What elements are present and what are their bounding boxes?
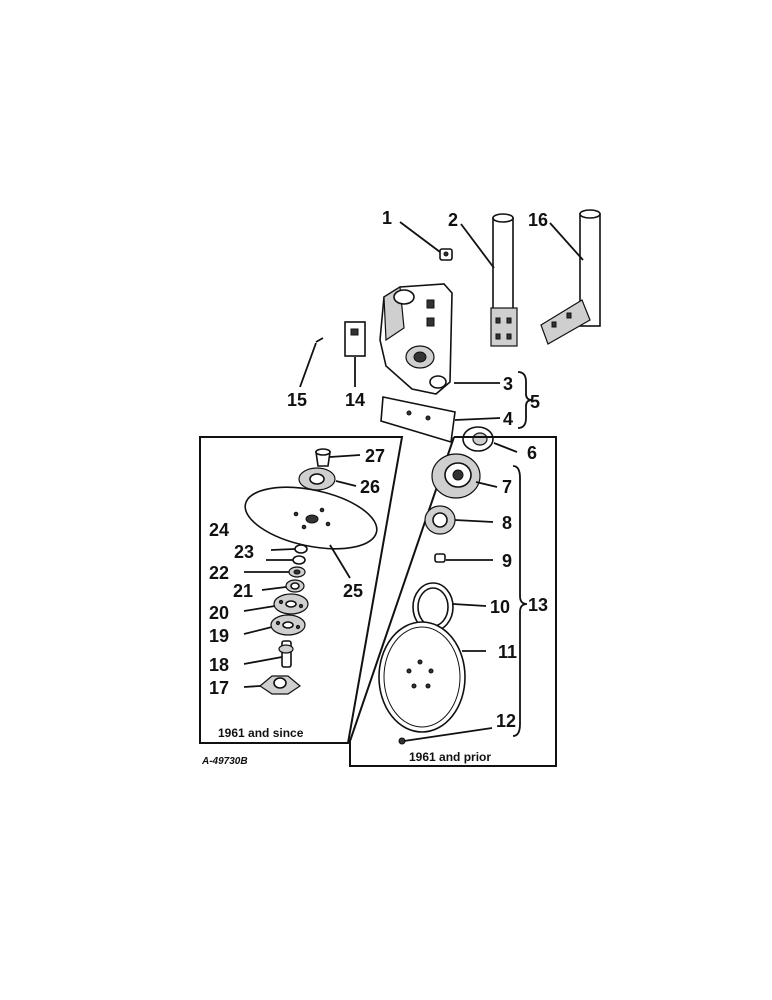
caption-1961-and-prior: 1961 and prior: [409, 750, 491, 764]
part-4-scraper: [380, 396, 456, 444]
part-18-spindle: [278, 640, 294, 668]
callout-23: 23: [234, 542, 254, 562]
part-1-nut: [439, 248, 453, 261]
callout-17: 17: [209, 678, 229, 698]
part-27-cap: [315, 448, 331, 467]
callout-21: 21: [233, 581, 253, 601]
part-6-ring: [462, 426, 494, 452]
part-15-pin: [315, 337, 324, 343]
callout-7: 7: [502, 477, 512, 497]
callout-18: 18: [209, 655, 229, 675]
part-3-bracket: [379, 283, 453, 395]
part-8-bearing: [424, 505, 456, 535]
callout-12: 12: [496, 711, 516, 731]
part-21-bearing: [285, 579, 305, 593]
callout-9: 9: [502, 551, 512, 571]
callout-6: 6: [527, 443, 537, 463]
part-14-plate: [344, 321, 366, 357]
part-9-key: [434, 553, 446, 563]
callout-25: 25: [343, 581, 363, 601]
callout-8: 8: [502, 513, 512, 533]
callout-16: 16: [528, 210, 548, 230]
callout-1: 1: [382, 208, 392, 228]
callout-19: 19: [209, 626, 229, 646]
callout-11: 11: [498, 642, 517, 662]
callout-15: 15: [287, 390, 307, 410]
leader-lines: [243, 221, 584, 742]
bracket-13: [512, 465, 528, 737]
frame-1961-and-since: [199, 436, 404, 744]
part-24-washer: [294, 544, 308, 554]
caption-1961-and-since: 1961 and since: [218, 726, 304, 740]
frame-1961-and-prior: [349, 436, 557, 767]
part-17-hub: [258, 675, 302, 695]
callout-5: 5: [530, 392, 540, 412]
callout-13: 13: [528, 595, 548, 615]
callout-3: 3: [503, 374, 513, 394]
callout-27: 27: [365, 446, 385, 466]
bracket-5: [517, 371, 533, 429]
part-22-bearing-cone: [288, 566, 306, 578]
part-16-standard: [540, 209, 601, 345]
callout-20: 20: [209, 603, 229, 623]
part-20-flange: [273, 593, 309, 615]
part-23-washer: [292, 555, 306, 565]
part-2-standard: [490, 213, 518, 347]
part-7-hub: [431, 453, 481, 499]
part-26-retainer: [298, 467, 336, 491]
callout-2: 2: [448, 210, 458, 230]
callout-labels: 1 2 16 3 5 4 15 14 6 7 8 9 10 13 11 12 2…: [209, 208, 548, 731]
drawing-code: A-49730B: [201, 756, 248, 767]
callout-4: 4: [503, 409, 513, 429]
part-11-disc: [378, 621, 466, 733]
callout-24: 24: [209, 520, 229, 540]
part-19-flange: [270, 614, 306, 636]
callout-22: 22: [209, 563, 229, 583]
part-10-seal: [412, 582, 454, 632]
callout-10: 10: [490, 597, 510, 617]
callout-26: 26: [360, 477, 380, 497]
callout-14: 14: [345, 390, 365, 410]
